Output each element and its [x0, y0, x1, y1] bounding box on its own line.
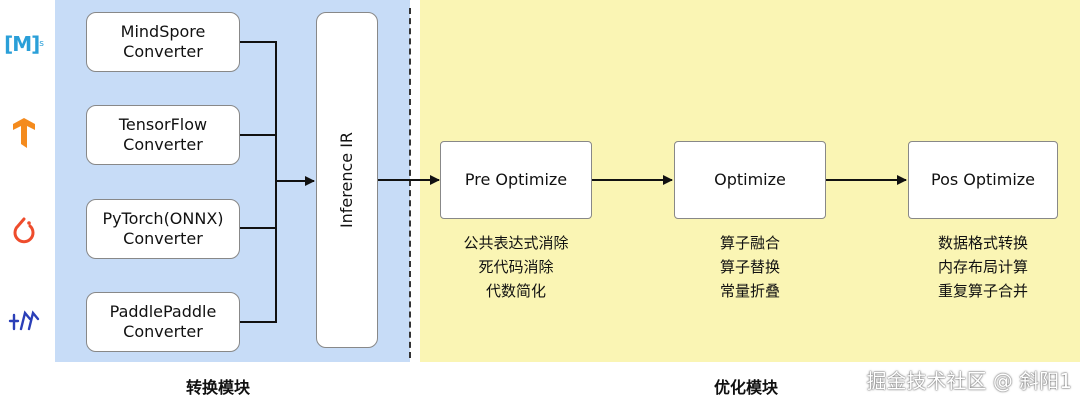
note-item: 死代码消除	[478, 258, 554, 276]
tensorflow-logo-icon	[6, 116, 42, 152]
optimize-box: Optimize	[674, 141, 826, 219]
note-item: 算子融合	[719, 234, 780, 252]
pytorch-logo-icon	[6, 213, 42, 249]
converter-name: MindSpore	[120, 22, 206, 41]
pos-optimize-notes: 数据格式转换 内存布局计算 重复算子合并	[903, 231, 1063, 303]
inference-ir-box: Inference IR	[316, 12, 378, 348]
paddlepaddle-converter-box: PaddlePaddle Converter	[86, 292, 240, 352]
mindspore-converter-box: MindSpore Converter	[86, 12, 240, 72]
note-item: 常量折叠	[719, 282, 780, 300]
optimization-module-label: 优化模块	[714, 378, 779, 397]
pre-optimize-notes: 公共表达式消除 死代码消除 代数简化	[436, 231, 596, 303]
paddlepaddle-logo-icon	[6, 303, 42, 339]
conversion-module-label: 转换模块	[186, 378, 251, 397]
converter-name: TensorFlow	[118, 115, 208, 134]
note-item: 公共表达式消除	[463, 234, 569, 252]
mindspore-logo-icon: [M]s	[4, 32, 44, 56]
note-item: 重复算子合并	[937, 282, 1028, 300]
pos-optimize-box: Pos Optimize	[908, 141, 1058, 219]
converter-suffix: Converter	[123, 42, 203, 61]
note-item: 数据格式转换	[937, 234, 1028, 252]
optimize-notes: 算子融合 算子替换 常量折叠	[670, 231, 830, 303]
optimizer-label: Pre Optimize	[464, 170, 568, 189]
converter-name: PaddlePaddle	[109, 302, 217, 321]
module-divider	[409, 8, 411, 358]
note-item: 内存布局计算	[937, 258, 1028, 276]
note-item: 代数简化	[485, 282, 546, 300]
optimizer-label: Optimize	[714, 170, 786, 189]
inference-ir-label: Inference IR	[337, 131, 356, 229]
pytorch-converter-box: PyTorch(ONNX) Converter	[86, 199, 240, 259]
watermark: 掘金技术社区 @ 斜阳1	[866, 369, 1072, 393]
pre-optimize-box: Pre Optimize	[440, 141, 592, 219]
optimizer-label: Pos Optimize	[930, 170, 1036, 189]
converter-suffix: Converter	[123, 135, 203, 154]
converter-name: PyTorch(ONNX)	[102, 209, 224, 228]
tensorflow-converter-box: TensorFlow Converter	[86, 105, 240, 165]
converter-suffix: Converter	[123, 229, 203, 248]
converter-suffix: Converter	[123, 322, 203, 341]
note-item: 算子替换	[719, 258, 780, 276]
